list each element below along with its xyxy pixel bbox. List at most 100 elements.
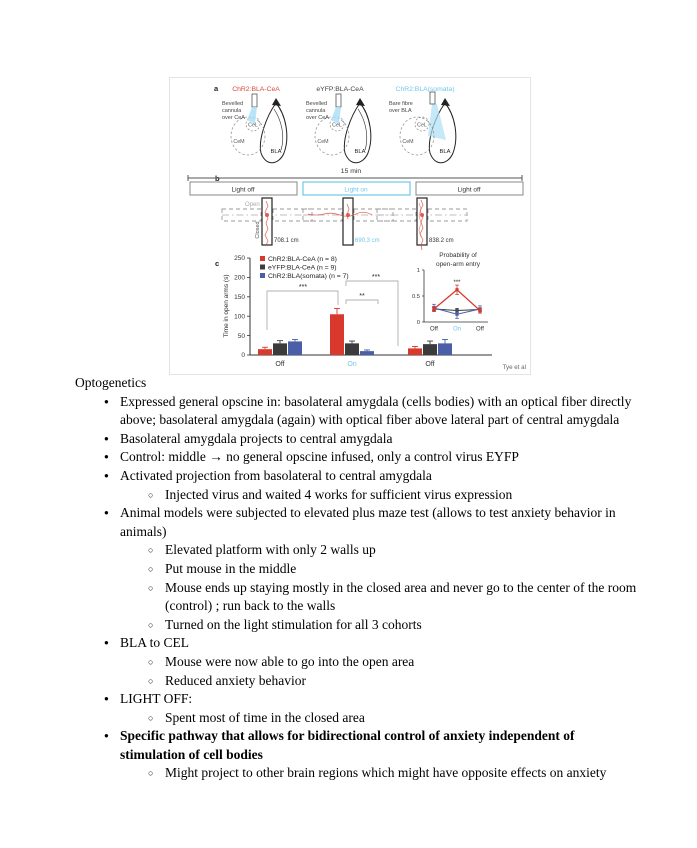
svg-text:0: 0 (417, 320, 420, 326)
note-item: LIGHT OFF: (75, 690, 641, 709)
cel-dashed-outline (414, 116, 430, 132)
svg-text:Off: Off (430, 327, 438, 333)
phase-box-light-off-1 (189, 181, 298, 196)
light-beam-icon (247, 107, 257, 124)
svg-text:0.5: 0.5 (412, 294, 420, 300)
open-arm (376, 208, 417, 222)
phase-box-light-off-2 (415, 181, 524, 196)
svg-text:Off: Off (476, 327, 484, 333)
note-item: Activated projection from basolateral to… (75, 467, 641, 486)
cel-label: CeL (417, 123, 427, 129)
note-item: Elevated platform with only 2 walls up (75, 541, 641, 560)
note-item: Mouse ends up staying mostly in the clos… (75, 579, 641, 616)
light-beam-icon (331, 107, 341, 124)
cel-dashed-outline (245, 116, 261, 132)
panel-c: c Time in open arms (s) 050100150200250O… (215, 252, 526, 371)
group-title: ChR2:BLA-CeA (232, 86, 280, 93)
svg-text:Off: Off (275, 361, 284, 368)
svg-text:Light off: Light off (231, 187, 254, 194)
projection-arrowhead (441, 98, 450, 106)
note-item: Specific pathway that allows for bidirec… (75, 727, 641, 764)
svg-text:150: 150 (234, 294, 245, 301)
legend-label: eYFP:BLA-CeA (n = 9) (268, 265, 337, 272)
fiber-note: Bare fibre (389, 101, 413, 107)
inset-sig-stars: *** (453, 280, 461, 286)
sig-stars-3: *** (372, 274, 380, 281)
note-item: BLA to CEL (75, 634, 641, 653)
projection-arrowhead (272, 98, 281, 106)
panel-a-group-chr2-bla-somata: ChR2:BLA(somata) Bare fibre over BLA CeL… (389, 86, 457, 164)
closed-arm (342, 197, 354, 246)
page-title: Optogenetics (75, 375, 147, 390)
note-item: Spent most of time in the closed area (75, 709, 641, 728)
svg-text:1: 1 (417, 268, 420, 274)
bla-label: BLA (355, 149, 366, 155)
note-item: Reduced anxiety behavior (75, 672, 641, 691)
cannula-icon (251, 93, 258, 108)
svg-text:cannula: cannula (306, 108, 326, 114)
sig-stars-2: ** (359, 293, 365, 300)
panel-a-label: a (214, 84, 219, 93)
note-item: Put mouse in the middle (75, 560, 641, 579)
inset-title-line2: open-arm entry (436, 261, 481, 268)
svg-text:cannula: cannula (222, 108, 242, 114)
note-item: Expressed general opscine in: basolatera… (75, 393, 641, 430)
mouse-track (419, 199, 424, 251)
legend-label: ChR2:BLA-CeA (n = 8) (268, 256, 337, 263)
panel-a-group-chr2-bla-cea: ChR2:BLA-CeA Bevelled cannula over CeA C… (222, 86, 288, 164)
svg-text:over CeA: over CeA (306, 115, 329, 121)
figure-svg: a ChR2:BLA-CeA Bevelled cannula over CeA… (187, 84, 526, 371)
cel-label: CeL (332, 123, 342, 129)
open-arm (427, 208, 468, 222)
svg-text:0: 0 (241, 352, 245, 359)
open-arm (302, 208, 343, 222)
panel-c-label: c (215, 259, 219, 268)
cannula-note: Bevelled (306, 101, 327, 107)
distance-label: 690.3 cm (355, 238, 380, 244)
figure-image[interactable]: a ChR2:BLA-CeA Bevelled cannula over CeA… (169, 77, 531, 375)
svg-text:Light off: Light off (457, 187, 480, 194)
light-beam-icon (428, 104, 446, 140)
notes-outline: Expressed general opscine in: basolatera… (75, 393, 641, 783)
distance-label: 708.1 cm (274, 238, 299, 244)
sig-bracket-1 (266, 290, 339, 330)
legend-swatch-red (260, 256, 265, 261)
svg-text:250: 250 (234, 255, 245, 262)
maze-track-1: Open Closed 708.1 cm (221, 197, 313, 246)
chart-legend: ChR2:BLA-CeA (n = 8) eYFP:BLA-CeA (n = 9… (260, 256, 349, 280)
mouse-track (307, 211, 373, 217)
closed-label: Closed (255, 221, 261, 238)
cem-label: CeM (317, 139, 328, 145)
figure-attribution: Tye et al (503, 364, 526, 371)
sig-bracket-2 (345, 299, 379, 304)
cea-dashed-outline (399, 116, 435, 156)
projection-arrowhead (356, 98, 365, 106)
svg-text:over BLA: over BLA (389, 108, 412, 114)
svg-text:over CeA: over CeA (222, 115, 245, 121)
open-label: Open (245, 202, 260, 208)
sig-stars-1: *** (299, 284, 307, 291)
cel-dashed-outline (329, 116, 345, 132)
cea-dashed-outline (230, 116, 266, 156)
svg-text:200: 200 (234, 275, 245, 282)
legend-swatch-blue (260, 273, 265, 278)
duration-label: 15 min (341, 168, 362, 175)
panel-b: b 15 min Light off Light on Light off Op… (187, 168, 524, 251)
bla-label: BLA (440, 149, 451, 155)
cannula-note: Bevelled (222, 101, 243, 107)
note-item: Mouse were now able to go into the open … (75, 653, 641, 672)
cel-label: CeL (248, 123, 258, 129)
closed-arm (416, 197, 428, 246)
panel-a-group-eyfp-bla-cea: eYFP:BLA-CeA Bevelled cannula over CeA C… (306, 86, 372, 164)
group-title: ChR2:BLA(somata) (396, 86, 455, 93)
legend-label: ChR2:BLA(somata) (n = 7) (268, 273, 349, 280)
svg-text:On: On (453, 327, 461, 333)
note-item: Might project to other brain regions whi… (75, 764, 641, 783)
svg-text:Off: Off (425, 361, 434, 368)
inset-chart: Probability of open-arm entry *** 00.51O… (412, 252, 488, 333)
cem-label: CeM (233, 139, 244, 145)
svg-text:On: On (347, 361, 356, 368)
svg-text:100: 100 (234, 313, 245, 320)
note-item: Animal models were subjected to elevated… (75, 504, 641, 541)
